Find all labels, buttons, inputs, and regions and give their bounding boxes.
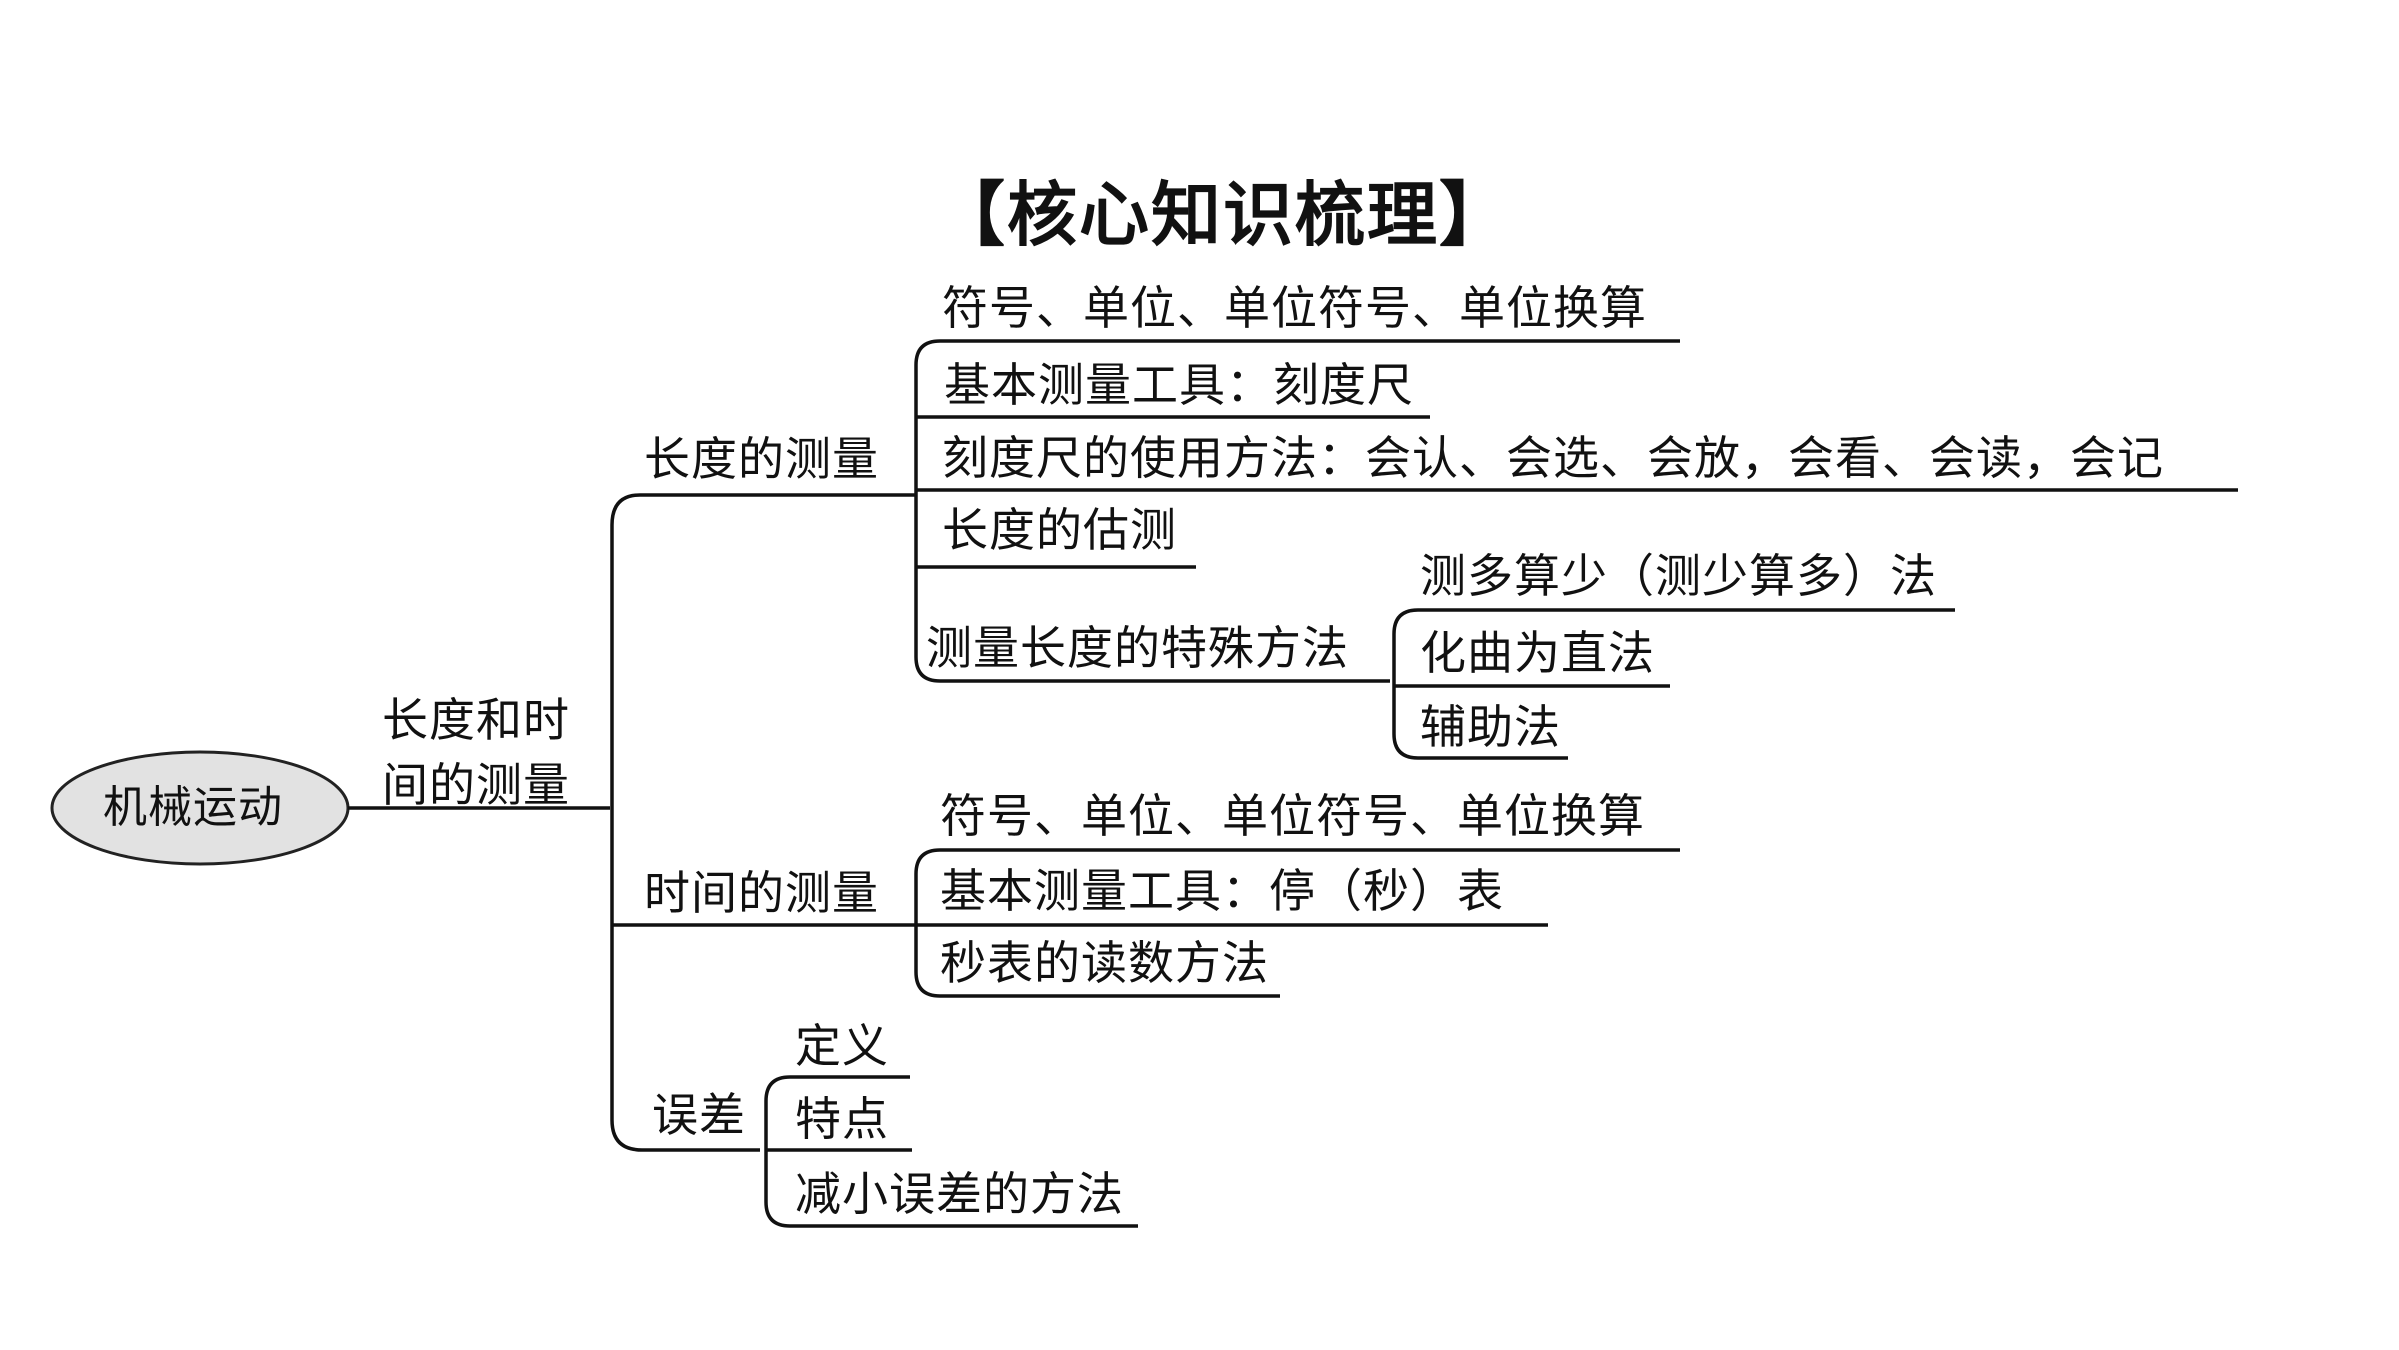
special-method-2: 化曲为直法 [1420,626,1655,680]
time-item-1: 符号、单位、单位符号、单位换算 [940,789,1645,843]
special-method-1: 测多算少（测少算多）法 [1420,549,1937,603]
length-bracket [914,339,941,683]
special-methods-label: 测量长度的特殊方法 [926,621,1349,675]
error-item-2: 特点 [795,1092,889,1146]
special-method-3: 辅助法 [1420,700,1561,754]
level1-label-line1: 长度和时 [382,693,570,747]
page-title: 【核心知识梳理】 [935,174,1511,256]
length-item-2: 基本测量工具：刻度尺 [944,358,1414,412]
length-item-4: 长度的估测 [942,503,1177,557]
branch-time-label: 时间的测量 [644,866,879,920]
error-item-3: 减小误差的方法 [795,1167,1124,1221]
special-bracket [1392,608,1419,760]
main-bracket [610,493,643,1152]
time-item-2: 基本测量工具：停（秒）表 [940,864,1504,918]
length-item-3: 刻度尺的使用方法：会认、会选、会放，会看、会读，会记 [942,431,2164,485]
time-bracket [914,848,941,998]
branch-error-label: 误差 [652,1088,746,1142]
length-item-1: 符号、单位、单位符号、单位换算 [942,281,1647,335]
error-item-1: 定义 [795,1019,889,1073]
branch-length-label: 长度的测量 [644,432,879,486]
level1-label-line2: 间的测量 [382,758,570,812]
time-item-3: 秒表的读数方法 [940,936,1269,990]
root-node-label: 机械运动 [103,782,283,833]
